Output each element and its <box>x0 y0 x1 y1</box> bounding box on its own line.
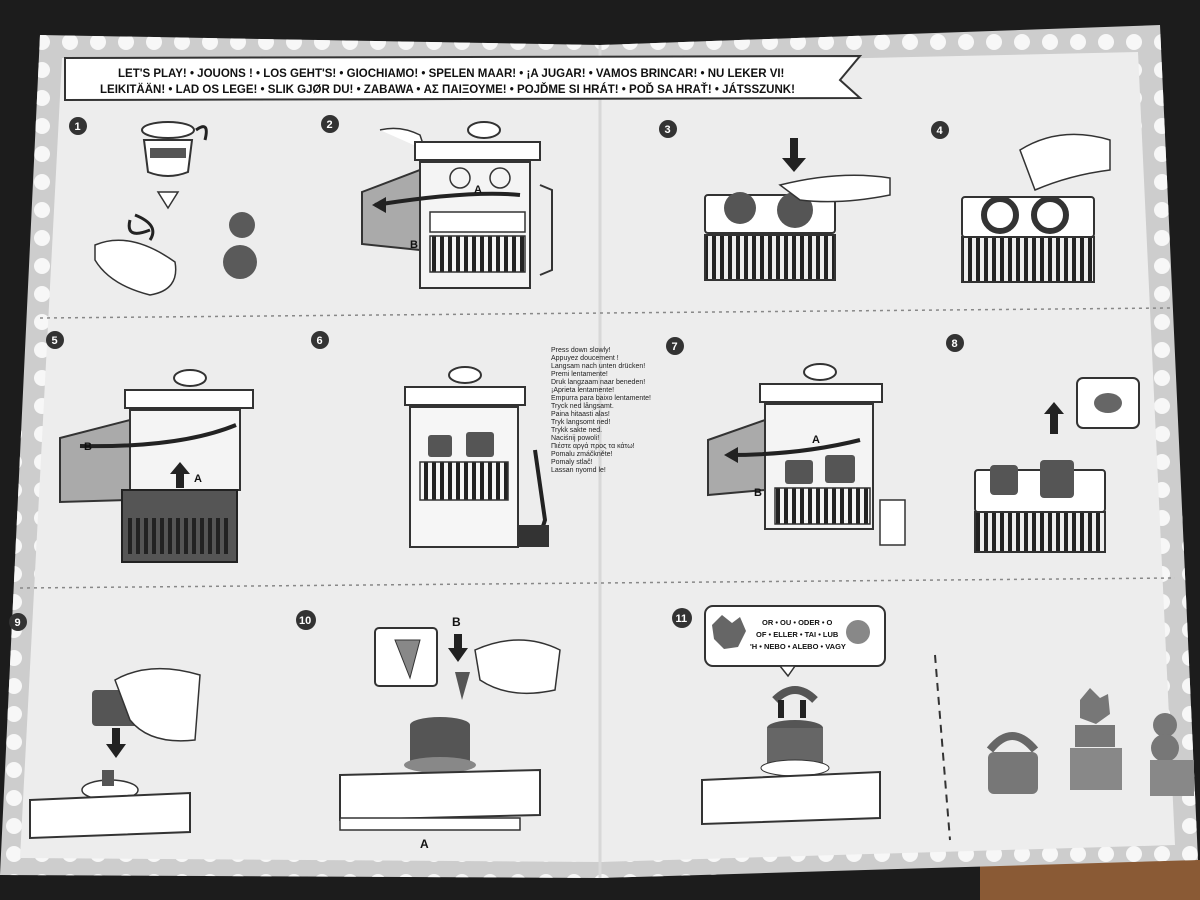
svg-text:B: B <box>754 487 762 499</box>
svg-text:5: 5 <box>52 335 58 347</box>
step-8-illustration <box>974 377 1140 553</box>
finished-cakes-illustration <box>986 688 1194 796</box>
or-line-2: OF • ELLER • TAI • LUB <box>756 630 839 639</box>
svg-text:Langsam nach unten drücken!: Langsam nach unten drücken! <box>551 363 645 370</box>
svg-text:Naciśnij powoli!: Naciśnij powoli! <box>551 435 599 442</box>
step-9-illustration <box>29 667 201 840</box>
svg-text:Empurra para baixo lentamente!: Empurra para baixo lentamente! <box>551 395 651 402</box>
svg-text:Pomalu zmáčkněte!: Pomalu zmáčkněte! <box>551 451 613 458</box>
wooden-table-corner <box>980 860 1200 900</box>
svg-text:B: B <box>410 239 418 251</box>
step-11-illustration: OR • OU • ODER • O OF • ELLER • TAI • LU… <box>701 605 886 826</box>
step-badge-3: 3 <box>659 120 677 138</box>
step-4-illustration <box>961 133 1111 283</box>
step-badge-1: 1 <box>69 117 87 135</box>
step-2-illustration: A B <box>361 121 553 289</box>
svg-text:Tryk langsomt ned!: Tryk langsomt ned! <box>551 419 610 426</box>
step-badge-11: 11 <box>672 608 692 628</box>
svg-text:2: 2 <box>327 119 333 131</box>
svg-text:Press down slowly!: Press down slowly! <box>551 347 611 354</box>
title-banner: LET'S PLAY! • JOUONS ! • LOS GEHT'S! • G… <box>64 54 863 102</box>
step-badge-7: 7 <box>666 337 684 355</box>
svg-text:1: 1 <box>75 121 81 133</box>
or-line-3: 'H • NEBO • ALEBO • VAGY <box>750 642 846 651</box>
step-badge-6: 6 <box>311 331 329 349</box>
svg-text:Tryck ned långsamt.: Tryck ned långsamt. <box>551 402 614 410</box>
svg-text:9: 9 <box>15 617 21 629</box>
svg-text:A: A <box>420 837 429 851</box>
svg-text:3: 3 <box>665 124 671 136</box>
svg-text:Appuyez doucement !: Appuyez doucement ! <box>551 355 619 362</box>
svg-text:10: 10 <box>299 615 311 627</box>
step-1-illustration <box>94 121 257 296</box>
step-badge-10: 10 <box>296 610 316 630</box>
svg-text:A: A <box>194 473 202 485</box>
step-badge-2: 2 <box>321 115 339 133</box>
press-down-multilingual-text: Press down slowly! Appuyez doucement ! L… <box>551 347 651 474</box>
step-3-illustration <box>704 138 891 281</box>
svg-text:A: A <box>812 434 820 446</box>
paper-panel <box>20 52 1175 862</box>
svg-text:Paina hitaasti alas!: Paina hitaasti alas! <box>551 411 610 418</box>
step-7-illustration: A B <box>707 363 906 546</box>
svg-text:11: 11 <box>676 613 688 625</box>
step-5-illustration: B A <box>59 369 254 563</box>
svg-text:Lassan nyomd le!: Lassan nyomd le! <box>551 467 606 474</box>
step-badge-9: 9 <box>9 613 27 631</box>
step-badge-8: 8 <box>946 334 964 352</box>
svg-text:B: B <box>452 615 461 629</box>
svg-text:7: 7 <box>672 341 678 353</box>
step-badge-4: 4 <box>931 121 949 139</box>
svg-text:Premi lentamente!: Premi lentamente! <box>551 371 608 378</box>
svg-text:Πιέστε αργά προς τα κάτω!: Πιέστε αργά προς τα κάτω! <box>551 442 635 450</box>
svg-text:B: B <box>84 441 92 453</box>
svg-text:4: 4 <box>937 125 944 137</box>
step-10-illustration: B A <box>339 615 561 851</box>
banner-line-1: LET'S PLAY! • JOUONS ! • LOS GEHT'S! • G… <box>118 68 784 80</box>
svg-text:¡Aprieta lentamente!: ¡Aprieta lentamente! <box>551 387 614 394</box>
svg-text:8: 8 <box>952 338 958 350</box>
svg-text:Pomaly stlač!: Pomaly stlač! <box>551 459 593 466</box>
svg-text:A: A <box>474 184 482 196</box>
or-line-1: OR • OU • ODER • O <box>762 618 833 627</box>
svg-text:Druk langzaam naar beneden!: Druk langzaam naar beneden! <box>551 379 645 386</box>
step-6-illustration <box>404 366 549 548</box>
step-badge-5: 5 <box>46 331 64 349</box>
svg-text:6: 6 <box>317 335 323 347</box>
svg-text:Trykk sakte ned.: Trykk sakte ned. <box>551 427 602 434</box>
banner-line-2: LEIKITÄÄN! • LAD OS LEGE! • SLIK GJØR DU… <box>100 83 795 96</box>
